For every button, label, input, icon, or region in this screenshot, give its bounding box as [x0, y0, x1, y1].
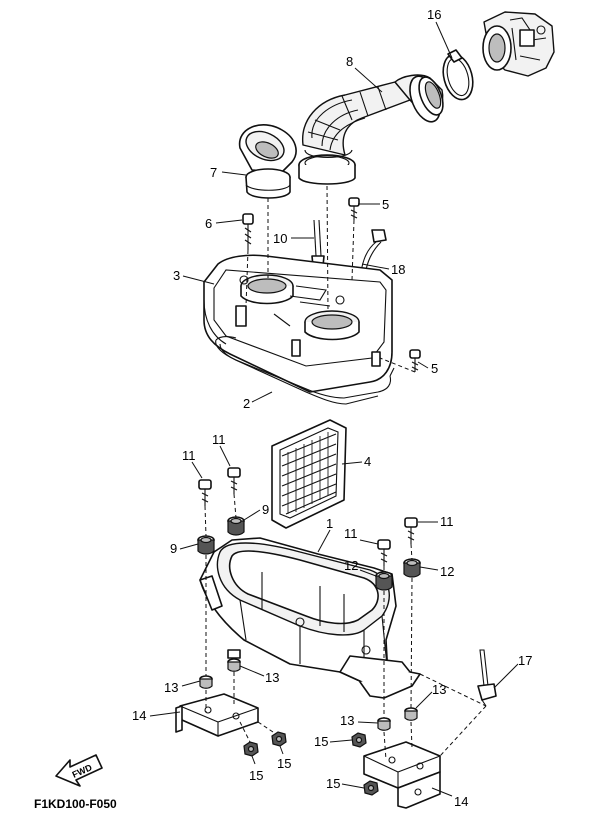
bolt-11-a	[198, 479, 212, 506]
grommet-9-left	[197, 535, 215, 555]
callout-11-b: 11	[212, 432, 226, 447]
fwd-arrow: FWD	[55, 754, 103, 787]
callout-12-right: 12	[440, 564, 454, 579]
callout-11-c: 11	[344, 526, 358, 541]
collar-13-b	[227, 658, 241, 672]
callout-9-right: 9	[262, 502, 269, 517]
callout-15-c: 15	[314, 734, 328, 749]
callout-13-a: 13	[164, 680, 178, 695]
assembly-lines	[204, 185, 487, 761]
nut-15-d	[363, 780, 379, 796]
nut-15-c	[351, 732, 367, 748]
callout-6: 6	[205, 216, 212, 231]
grommet-12-left	[375, 571, 393, 591]
filter-element	[271, 419, 347, 529]
callout-10: 10	[273, 231, 287, 246]
callout-3: 3	[173, 268, 180, 283]
grommet-9-right	[227, 516, 245, 536]
callout-14-left: 14	[132, 708, 146, 723]
band-17	[477, 649, 497, 707]
leader-lines	[149, 21, 519, 797]
callout-13-c: 13	[340, 713, 354, 728]
callouts: 16 8 7 6 5 10 18 3 5 2 4 1 11 11 9 9 11 …	[132, 7, 532, 809]
screw-5-lower	[409, 349, 421, 372]
callout-8: 8	[346, 54, 353, 69]
callout-2: 2	[243, 396, 250, 411]
screw-6	[242, 213, 254, 250]
callout-15-b: 15	[277, 756, 291, 771]
callout-13-d: 13	[432, 682, 446, 697]
callout-5-lower: 5	[431, 361, 438, 376]
drawing-code: F1KD100-F050	[34, 797, 117, 811]
callout-5-upper: 5	[382, 197, 389, 212]
gasket	[215, 336, 395, 405]
grommet-12-right	[403, 558, 421, 578]
nut-15-a	[243, 741, 259, 757]
screw-5-upper	[348, 197, 360, 220]
bolt-11-b	[227, 467, 241, 494]
nut-15-b	[271, 731, 287, 747]
callout-11-a: 11	[182, 448, 196, 463]
bolt-11-c	[377, 539, 391, 566]
callout-16: 16	[427, 7, 441, 22]
callout-1: 1	[326, 516, 333, 531]
throttle-body	[482, 11, 555, 77]
callout-9-left: 9	[170, 541, 177, 556]
collar-13-c	[377, 717, 391, 731]
collar-13-a	[199, 675, 213, 689]
air-filter-case	[199, 537, 421, 699]
bracket-14-right	[363, 741, 441, 809]
intake-joint	[298, 74, 444, 185]
callout-12-left: 12	[344, 558, 358, 573]
callout-15-d: 15	[326, 776, 340, 791]
hose-clamp	[442, 49, 474, 101]
callout-11-d: 11	[440, 514, 454, 529]
callout-18: 18	[391, 262, 405, 277]
sensor-10	[311, 219, 325, 267]
callout-7: 7	[210, 165, 217, 180]
bolt-11-d	[404, 517, 418, 544]
callout-14-right: 14	[454, 794, 468, 809]
case-cap	[203, 254, 393, 393]
funnel	[238, 124, 297, 199]
bracket-14-left	[175, 693, 259, 737]
callout-13-b: 13	[265, 670, 279, 685]
collar-13-d	[404, 707, 418, 721]
callout-4: 4	[364, 454, 371, 469]
callout-15-a: 15	[249, 768, 263, 783]
callout-17: 17	[518, 653, 532, 668]
